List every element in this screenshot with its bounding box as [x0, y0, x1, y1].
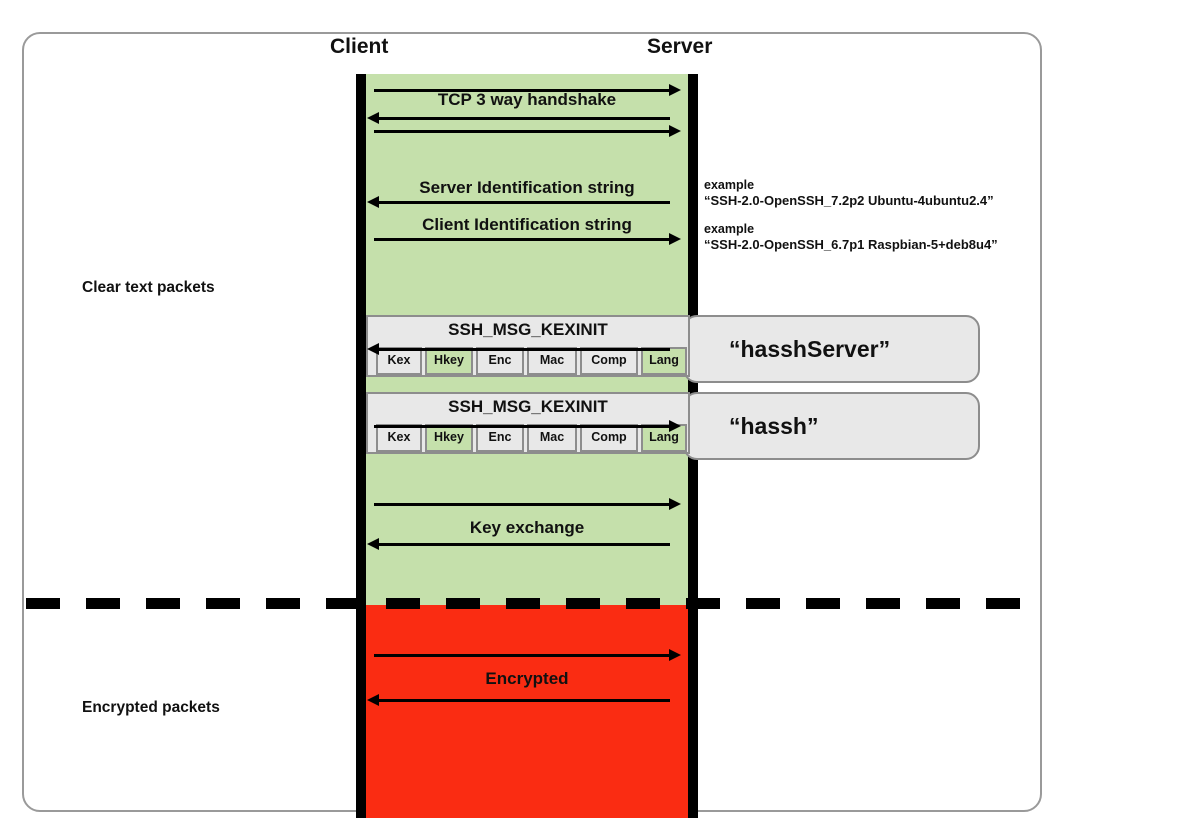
divider-dash [686, 598, 720, 609]
kex-field-hkey: Hkey [425, 347, 473, 375]
key-exchange-out-arrow [374, 498, 681, 510]
clear-text-packets-label: Clear text packets [82, 279, 215, 296]
tcp-synack-arrow [367, 112, 670, 124]
divider-dash [86, 598, 120, 609]
kex-field-comp: Comp [580, 347, 638, 375]
client-heading: Client [330, 35, 389, 58]
divider-dash [26, 598, 60, 609]
client-kexinit-fields: Kex Hkey Enc Mac Comp Lang [376, 424, 687, 452]
kex-field-kex: Kex [376, 424, 422, 452]
encrypted-packets-label: Encrypted packets [82, 699, 220, 716]
tcp-ack-arrow [374, 125, 681, 137]
kex-field-mac: Mac [527, 424, 577, 452]
kex-field-kex: Kex [376, 347, 422, 375]
client-ident-caption: Client Identification string [422, 215, 632, 234]
divider-dash [386, 598, 420, 609]
hassh-callout: “hassh” [683, 392, 980, 460]
divider-dash [866, 598, 900, 609]
server-example-value: “SSH-2.0-OpenSSH_7.2p2 Ubuntu-4ubuntu2.4… [704, 193, 994, 208]
server-kexinit-fields: Kex Hkey Enc Mac Comp Lang [376, 347, 687, 375]
divider-dash [266, 598, 300, 609]
encrypted-band [366, 605, 688, 818]
client-kexinit-arrow [374, 420, 681, 432]
divider-dash [566, 598, 600, 609]
client-lifeline [356, 74, 366, 818]
divider-dash [326, 598, 360, 609]
kex-field-enc: Enc [476, 347, 524, 375]
tcp-syn-arrow [374, 84, 681, 96]
divider-dash [206, 598, 240, 609]
kex-field-lang: Lang [641, 347, 687, 375]
hassh-server-callout: “hasshServer” [683, 315, 980, 383]
divider-dash [146, 598, 180, 609]
divider-dash [806, 598, 840, 609]
divider-dash [506, 598, 540, 609]
kex-field-enc: Enc [476, 424, 524, 452]
divider-dash [626, 598, 660, 609]
kex-field-hkey: Hkey [425, 424, 473, 452]
client-example-lead: example [704, 222, 755, 236]
server-ident-arrow [367, 196, 670, 208]
server-kexinit-title: SSH_MSG_KEXINIT [448, 320, 608, 339]
encrypted-caption: Encrypted [485, 669, 569, 688]
tcp-handshake-caption: TCP 3 way handshake [437, 90, 617, 109]
server-ident-caption: Server Identification string [419, 178, 635, 197]
client-kexinit-box: SSH_MSG_KEXINIT Kex Hkey Enc Mac Comp La… [366, 392, 690, 454]
divider-dash [446, 598, 480, 609]
server-kexinit-box: SSH_MSG_KEXINIT Kex Hkey Enc Mac Comp La… [366, 315, 690, 377]
hassh-label: “hassh” [729, 412, 819, 439]
divider-dash [986, 598, 1020, 609]
client-ident-example: example “SSH-2.0-OpenSSH_6.7p1 Raspbian-… [704, 222, 998, 253]
encrypted-in-arrow [367, 694, 670, 706]
divider-dash [926, 598, 960, 609]
encrypted-out-arrow [374, 649, 681, 661]
server-ident-example: example “SSH-2.0-OpenSSH_7.2p2 Ubuntu-4u… [704, 178, 994, 209]
client-ident-arrow [374, 233, 681, 245]
server-example-lead: example [704, 178, 755, 192]
hassh-server-label: “hasshServer” [729, 335, 891, 362]
divider-dash [746, 598, 780, 609]
client-kexinit-title: SSH_MSG_KEXINIT [448, 397, 608, 416]
server-heading: Server [647, 35, 713, 58]
kex-field-comp: Comp [580, 424, 638, 452]
client-example-value: “SSH-2.0-OpenSSH_6.7p1 Raspbian-5+deb8u4… [704, 237, 998, 252]
key-exchange-caption: Key exchange [469, 518, 585, 537]
kex-field-mac: Mac [527, 347, 577, 375]
server-kexinit-arrow [367, 343, 670, 355]
key-exchange-in-arrow [367, 538, 670, 550]
